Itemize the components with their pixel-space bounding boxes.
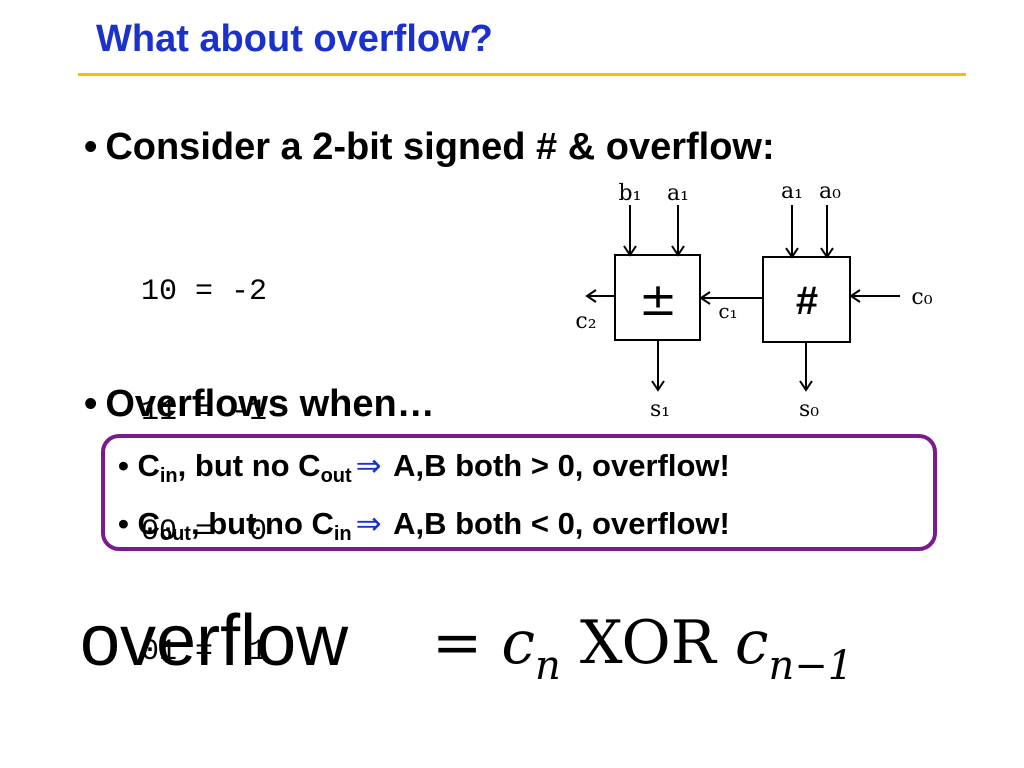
overflow-conditions-box (101, 434, 937, 551)
label-a0: a₀ (819, 179, 841, 204)
label-b1: b₁ (619, 181, 642, 206)
equation-rhs: = cn XOR cn−1 (432, 608, 854, 689)
encoding-table: 10 = -2 11 = -1 00 = 0 01 = 1 (141, 192, 267, 712)
encoding-row: 11 = -1 (141, 395, 268, 429)
implies-icon: ⇒ (355, 506, 382, 541)
condition-cout: • Cout, but no Cin⇒ A,B both < 0, overfl… (118, 506, 730, 545)
encoding-row: 01 = 1 (141, 635, 268, 669)
bullet-consider: •Consider a 2-bit signed # & overflow: (84, 126, 775, 169)
bullet-dot: • (84, 383, 98, 425)
bullet-overflows-text: Overflows when… (105, 383, 435, 425)
equation-lhs: overflow (80, 601, 349, 681)
encoding-row: 00 = 0 (141, 515, 268, 549)
label-c0: c₀ (911, 285, 932, 310)
bullet-dot: • (118, 506, 129, 541)
bullet-dot: • (118, 448, 129, 483)
slide-title: What about overflow? (96, 18, 493, 60)
condition-cin: • Cin, but no Cout⇒ A,B both > 0, overfl… (118, 448, 730, 487)
label-c2: c₂ (575, 309, 596, 334)
label-c1: c₁ (718, 299, 737, 323)
title-underline (78, 73, 966, 76)
plus-minus-symbol: ± (639, 272, 678, 326)
bullet-dot: • (84, 126, 98, 168)
hash-symbol: # (796, 279, 818, 323)
adder-block (762, 256, 851, 343)
bullet-overflows: •Overflows when… (84, 383, 435, 426)
label-s0: s₀ (799, 397, 819, 422)
label-s1: s₁ (650, 397, 670, 422)
label-a1-right: a₁ (781, 179, 803, 204)
implies-icon: ⇒ (355, 448, 382, 483)
label-a1-left: a₁ (667, 181, 689, 206)
encoding-row: 10 = -2 (141, 275, 268, 309)
adder-diagram: ± # b₁ a₁ a₁ a₀ c₀ c₁ c₂ s₁ s₀ (575, 179, 932, 422)
bullet-consider-text: Consider a 2-bit signed # & overflow: (105, 126, 775, 168)
